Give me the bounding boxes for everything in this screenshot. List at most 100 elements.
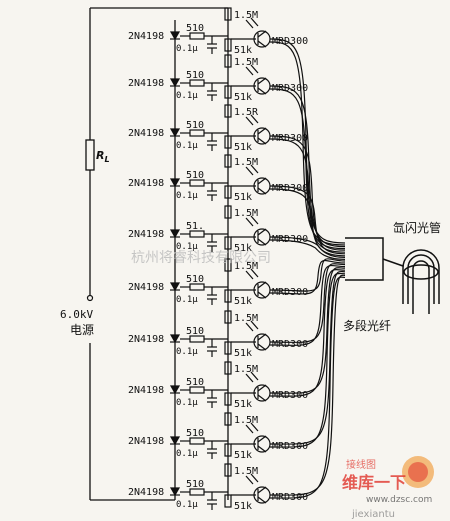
sensor-label: MRD300 [272,287,308,298]
top-resistor [224,154,232,168]
watermark-brand: 维库一下 [342,473,406,492]
thyristor-label: 2N4198 [128,487,164,498]
top-resistor-label: 1.5M [234,208,258,219]
light-arrow [245,217,254,227]
gate-resistor [224,392,232,406]
thyristor-symbol [169,128,181,138]
top-resistor-label: 1.5M [234,261,258,272]
trigger-stage-7 [169,310,271,357]
trigger-stage-3 [169,104,271,151]
thyristor-symbol [169,385,181,395]
light-arrow [245,166,254,176]
light-arrow [245,424,254,434]
thyristor-symbol [169,178,181,188]
gate-resistor [224,38,232,52]
thyristor-label: 2N4198 [128,31,164,42]
optical-fiber-10 [269,274,346,496]
gate-capacitor-label: 0.1μ [176,449,198,459]
series-resistor-label: 51. [186,221,204,232]
top-resistor-label: 1.5M [234,57,258,68]
gate-capacitor-label: 0.1μ [176,500,198,510]
supply-section: RL 6.0kV 电源 [60,8,110,500]
gate-capacitor-label: 0.1μ [176,242,198,252]
svg-text:RL: RL [96,149,110,164]
thyristor-label: 2N4198 [128,385,164,396]
top-resistor [224,54,232,68]
top-resistor [224,104,232,118]
fiber-bundle-trunk [345,237,404,281]
series-resistor-label: 510 [186,479,204,490]
watermark-logo: 维库一下 www.dzsc.com jiexiantu 接线图 [342,456,434,520]
optical-fiber-7 [269,263,346,343]
gate-resistor-label: 51k [234,142,252,153]
gate-capacitor-label: 0.1μ [176,398,198,408]
top-resistor-label: 1.5M [234,10,258,21]
series-resistor-label: 510 [186,70,204,81]
top-resistor [224,310,232,324]
sensor-label: MRD300 [272,133,308,144]
thyristor-symbol [169,436,181,446]
light-arrow [245,322,254,332]
watermark-company: 杭州将睿科技有限公司 [131,250,271,266]
optical-fiber-2 [269,85,346,248]
thyristor-symbol [169,334,181,344]
optical-fiber-1 [269,38,346,244]
thyristor-label: 2N4198 [128,436,164,447]
watermark-url: jiexiantu [351,509,395,520]
top-resistor-label: 1.5R [234,107,259,118]
gate-resistor [224,289,232,303]
sensor-label: MRD300 [272,183,308,194]
gate-resistor-label: 51k [234,192,252,203]
flash-tube-label: 氙闪光管 [393,220,441,235]
series-resistor-label: 510 [186,428,204,439]
gate-resistor-label: 51k [234,501,252,512]
supply-terminal [86,294,94,302]
optical-fiber-9 [269,270,346,445]
gate-resistor [224,341,232,355]
optical-fiber-3 [269,135,346,251]
top-resistor-label: 1.5M [234,466,258,477]
watermark-diagram: 接线图 [346,458,376,471]
thyristor-label: 2N4198 [128,334,164,345]
light-arrow [245,116,254,126]
thyristor-label: 2N4198 [128,78,164,89]
series-resistor-label: 510 [186,377,204,388]
optical-fiber-5 [269,236,346,258]
fiber-label: 多段光纤 [343,318,391,333]
thyristor-symbol [169,78,181,88]
light-arrow [245,270,254,280]
sensor-label: MRD300 [272,339,308,350]
gate-resistor [224,135,232,149]
thyristor-symbol [169,31,181,41]
trigger-stage-5 [169,205,271,252]
supply-voltage: 6.0kV [60,308,93,321]
series-resistor-label: 510 [186,274,204,285]
light-arrow [245,66,254,76]
thyristor-symbol [169,229,181,239]
gate-resistor [224,85,232,99]
gate-resistor [224,494,232,508]
gate-resistor-label: 51k [234,45,252,56]
gate-capacitor-label: 0.1μ [176,141,198,151]
top-resistor [224,7,232,21]
series-resistor-label: 510 [186,170,204,181]
gate-capacitor-label: 0.1μ [176,191,198,201]
trigger-stage-6 [169,258,271,305]
top-resistor-label: 1.5M [234,364,258,375]
series-resistor-label: 510 [186,23,204,34]
light-arrow [245,19,254,29]
top-resistor [224,258,232,272]
sensor-label: MRD300 [272,234,308,245]
top-resistor-label: 1.5M [234,157,258,168]
top-resistor [224,205,232,219]
gate-resistor-label: 51k [234,348,252,359]
gate-capacitor-label: 0.1μ [176,295,198,305]
optical-fiber-8 [269,267,346,394]
thyristor-label: 2N4198 [128,128,164,139]
gate-capacitor-label: 0.1μ [176,91,198,101]
sensor-label: MRD300 [272,36,308,47]
optical-fiber-6 [269,258,346,292]
thyristor-label: 2N4198 [128,178,164,189]
gate-resistor-label: 51k [234,296,252,307]
